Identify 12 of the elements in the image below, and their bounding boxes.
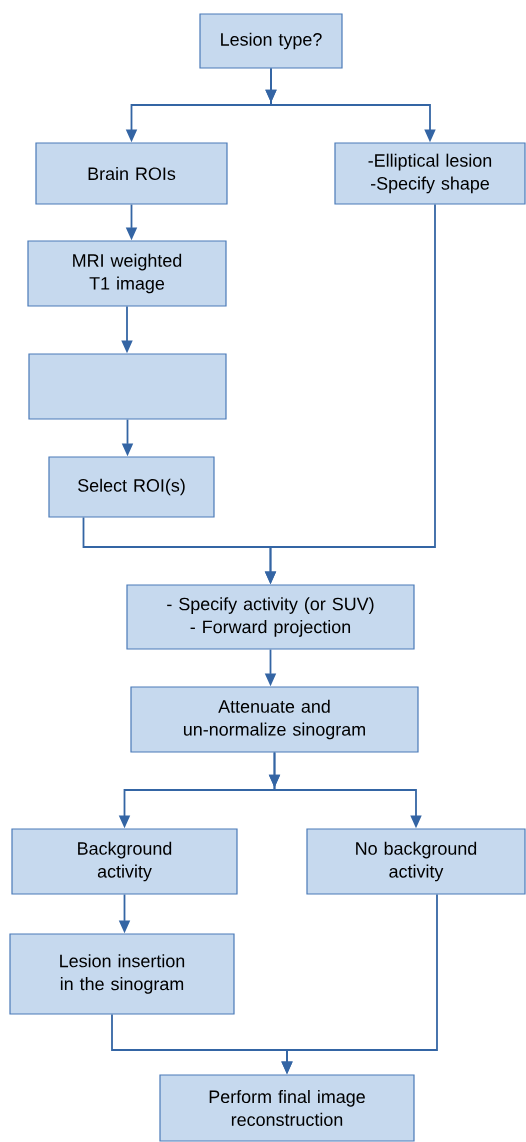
process-box: Background activity xyxy=(11,828,238,895)
process-box: Lesion insertion in the sinogram xyxy=(9,933,235,1015)
process-box: - Specify activity (or SUV) - Forward projection xyxy=(126,584,415,650)
process-box xyxy=(28,353,227,420)
process-box: Lesion type? xyxy=(199,13,343,69)
process-box: MRI weighted T1 image xyxy=(27,240,227,307)
process-box: Select ROI(s) xyxy=(48,456,215,518)
process-box: Attenuate and un-normalize sinogram xyxy=(130,686,419,753)
process-box: Perform final image reconstruction xyxy=(159,1074,415,1142)
process-box: No background activity xyxy=(306,828,526,895)
process-box: Brain ROIs xyxy=(35,142,228,205)
process-box: -Elliptical lesion -Specify shape xyxy=(334,142,526,205)
